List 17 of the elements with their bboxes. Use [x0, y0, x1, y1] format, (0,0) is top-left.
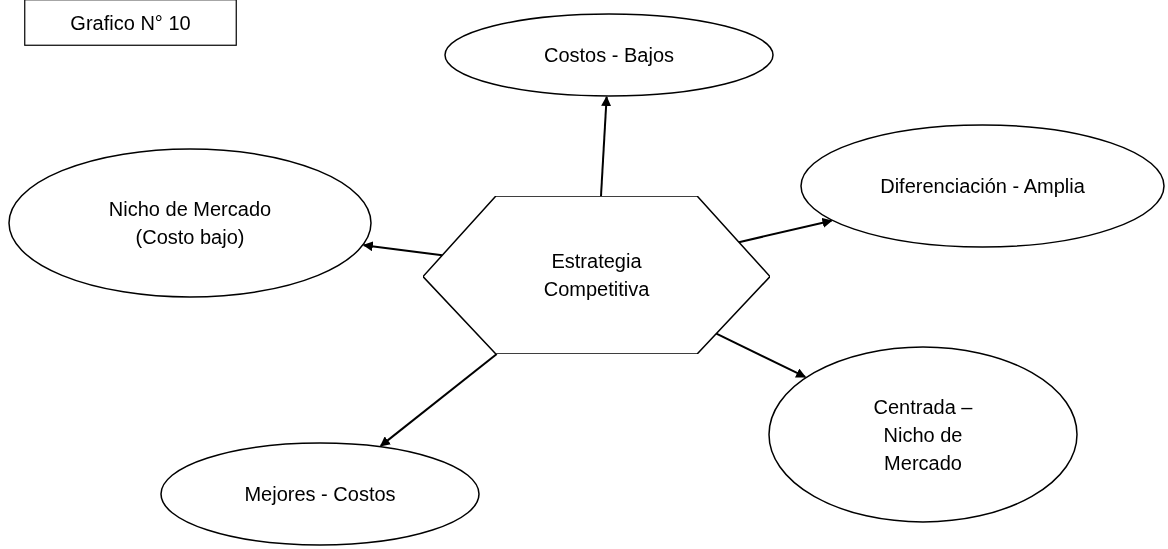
node-label: Nicho de Mercado (Costo bajo): [107, 197, 273, 250]
node-label: Diferenciación - Amplia: [880, 174, 1085, 199]
arrow: [600, 96, 612, 197]
node-label: Estrategia Competitiva: [542, 249, 651, 302]
ellipse: [800, 124, 1165, 248]
hexagon: [423, 196, 770, 354]
arrow: [379, 353, 498, 447]
arrow: [715, 332, 807, 378]
ellipse: [160, 442, 480, 546]
ellipse: [8, 148, 372, 298]
ellipse: [444, 13, 774, 97]
node-label: Costos - Bajos: [543, 43, 675, 68]
ellipse: [768, 346, 1078, 523]
node-label: Mejores - Costos: [244, 482, 396, 507]
node-label: Centrada – Nicho de Mercado: [872, 394, 974, 476]
figure-number-box: [24, 0, 237, 46]
node-label: Grafico N° 10: [70, 10, 191, 36]
